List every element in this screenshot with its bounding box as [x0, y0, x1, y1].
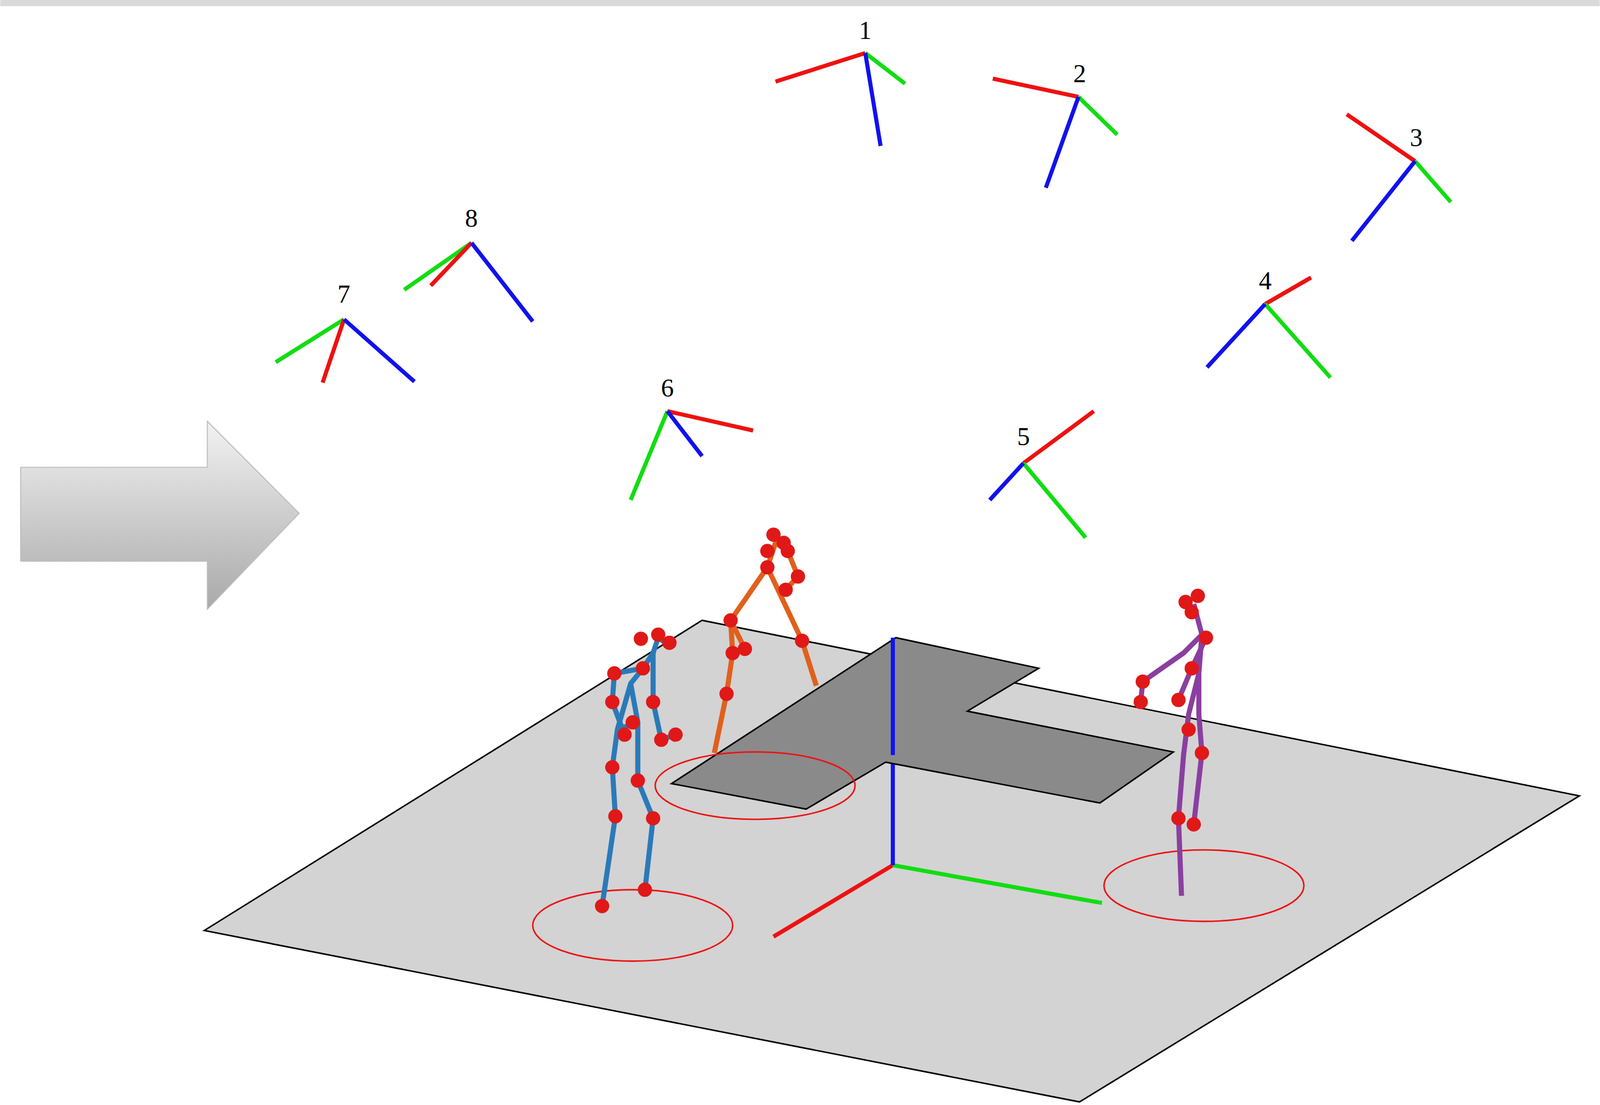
camera-number: 6 [660, 375, 674, 401]
joint-dot [790, 569, 806, 584]
z-axis [865, 52, 881, 146]
skeleton-limbs [1140, 634, 1202, 702]
position-circle [655, 751, 856, 820]
camera-number: 3 [1410, 124, 1423, 151]
y-axis [1265, 304, 1331, 378]
x-axis [775, 52, 866, 82]
joint-dot [1190, 588, 1206, 604]
y-axis [892, 865, 1103, 904]
camera-frame [630, 410, 754, 500]
camera-frame [275, 319, 415, 383]
z-axis [1351, 161, 1416, 241]
joint-dot [723, 613, 739, 628]
camera-frame [989, 410, 1095, 538]
joint-dot [645, 811, 661, 826]
skeleton-limbs [1178, 637, 1207, 701]
joint-dot [607, 666, 622, 681]
z-axis [1046, 97, 1079, 188]
position-circle [1104, 849, 1305, 922]
z-axis [471, 242, 534, 322]
x-axis [322, 319, 344, 383]
joint-dot [637, 882, 653, 897]
joint-dot [778, 582, 794, 597]
z-axis [1207, 304, 1266, 368]
camera-frame [775, 52, 906, 146]
joint-dot [668, 727, 683, 742]
joint-dot [617, 727, 632, 742]
position-circle [532, 889, 733, 962]
top-bar [0, 0, 1600, 6]
joint-dot [1198, 630, 1214, 645]
joint-dot [633, 631, 648, 646]
joint-dot [1184, 661, 1200, 676]
y-axis [1023, 463, 1087, 538]
y-axis [1415, 161, 1452, 202]
y-axis [1078, 97, 1118, 136]
joint-dot [654, 732, 669, 747]
camera-frame [992, 78, 1118, 188]
joint-dot [719, 686, 734, 701]
joint-dot [1171, 811, 1186, 826]
joint-dot [1186, 817, 1201, 832]
joint-dot [1133, 694, 1148, 710]
joint-dot [759, 543, 775, 559]
joint-dot [635, 661, 651, 676]
x-axis [1346, 114, 1415, 162]
y-axis [404, 242, 472, 290]
joint-dot [595, 898, 610, 914]
joint-dot [1184, 604, 1200, 620]
x-axis [1265, 277, 1312, 305]
joint-dot [1181, 722, 1196, 737]
joint-dot [1135, 674, 1151, 689]
camera-frame [1346, 114, 1451, 241]
joint-dots [595, 627, 683, 913]
joint-dot [1194, 745, 1210, 760]
joint-dot [630, 773, 646, 788]
joint-dot [794, 633, 810, 648]
camera-number: 2 [1073, 60, 1087, 87]
joint-dot [725, 645, 740, 661]
x-axis [773, 865, 893, 937]
camera-number: 7 [337, 281, 351, 307]
floor-plane [204, 620, 1580, 1102]
skeleton-limbs [602, 637, 669, 907]
table-top [671, 637, 1174, 810]
camera-frame [404, 242, 533, 322]
x-axis [430, 242, 472, 286]
blue-skeleton [595, 627, 683, 913]
process-arrow [20, 421, 300, 609]
camera-number: 1 [858, 17, 872, 44]
z-axis [989, 463, 1024, 501]
joint-dot [608, 809, 623, 824]
joint-dot [759, 559, 775, 575]
z-axis [890, 754, 895, 865]
joint-dot [1171, 692, 1186, 708]
joint-dots [1133, 588, 1214, 832]
y-axis [630, 410, 668, 500]
joint-dot [645, 694, 661, 710]
joint-dot [780, 543, 796, 559]
camera-number: 5 [1017, 423, 1031, 450]
x-axis [992, 78, 1079, 97]
camera-number: 4 [1258, 267, 1272, 294]
camera-number: 8 [464, 205, 478, 232]
joint-dot [625, 715, 640, 730]
joint-dots [719, 527, 810, 701]
joint-dot [605, 694, 620, 710]
joint-dot [605, 759, 620, 775]
purple-skeleton [1133, 588, 1214, 896]
camera-frames [275, 52, 1452, 538]
skeleton-limbs [630, 683, 654, 890]
z-axis [344, 319, 415, 382]
x-axis [1023, 410, 1095, 463]
joint-dot [737, 641, 752, 656]
joint-dot [662, 635, 677, 651]
z-axis [667, 410, 703, 456]
z-axis [890, 637, 895, 756]
